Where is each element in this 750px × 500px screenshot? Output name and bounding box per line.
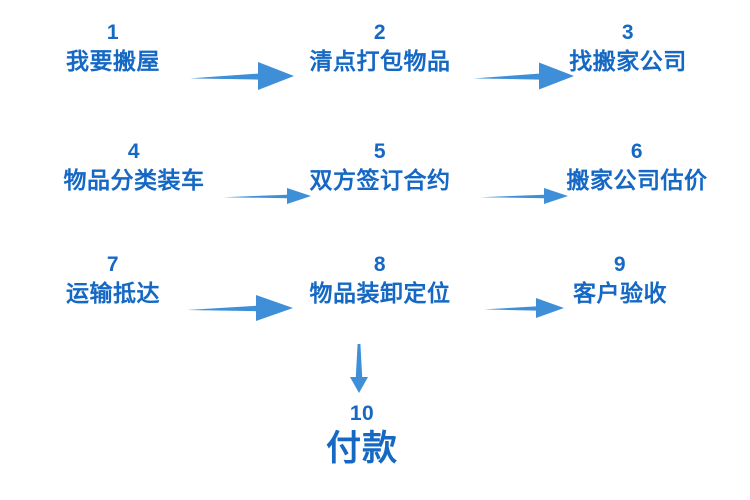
step-number: 1 (106, 21, 120, 44)
step-label: 搬家公司估价 (566, 167, 708, 194)
step-number: 6 (630, 140, 644, 163)
step-label: 清点打包物品 (309, 48, 451, 75)
arrow-step8-to-step10-icon (346, 343, 372, 395)
flow-step-1[interactable]: 1 我要搬屋 (66, 21, 160, 76)
arrow-step4-to-step5-icon (221, 184, 313, 208)
step-label: 找搬家公司 (569, 48, 687, 75)
arrow-step2-to-step3-icon (472, 59, 576, 93)
step-number: 3 (621, 21, 635, 44)
flow-step-7[interactable]: 7 运输抵达 (66, 253, 160, 308)
step-label: 我要搬屋 (66, 48, 160, 75)
flow-step-5[interactable]: 5 双方签订合约 (309, 140, 451, 195)
step-label: 付款 (325, 429, 399, 469)
step-label: 客户验收 (573, 280, 667, 307)
arrow-step8-to-step9-icon (482, 295, 566, 321)
arrow-step7-to-step8-icon (185, 292, 295, 324)
step-label: 运输抵达 (66, 280, 160, 307)
flow-step-4[interactable]: 4 物品分类装车 (63, 140, 205, 195)
step-label: 物品分类装车 (63, 167, 205, 194)
step-number: 9 (613, 253, 627, 276)
flow-step-6[interactable]: 6 搬家公司估价 (566, 140, 708, 195)
step-label: 双方签订合约 (309, 167, 451, 194)
arrow-step1-to-step2-icon (188, 59, 296, 93)
flow-step-10[interactable]: 10 付款 (325, 402, 399, 471)
flow-step-8[interactable]: 8 物品装卸定位 (309, 253, 451, 308)
step-number: 2 (373, 21, 387, 44)
step-number: 4 (127, 140, 141, 163)
arrow-step5-to-step6-icon (478, 184, 570, 208)
step-number: 5 (373, 140, 387, 163)
flow-step-2[interactable]: 2 清点打包物品 (309, 21, 451, 76)
flow-step-3[interactable]: 3 找搬家公司 (569, 21, 687, 76)
step-label: 物品装卸定位 (309, 280, 451, 307)
flow-step-9[interactable]: 9 客户验收 (573, 253, 667, 308)
step-number: 10 (349, 402, 375, 425)
step-number: 7 (106, 253, 120, 276)
step-number: 8 (373, 253, 387, 276)
